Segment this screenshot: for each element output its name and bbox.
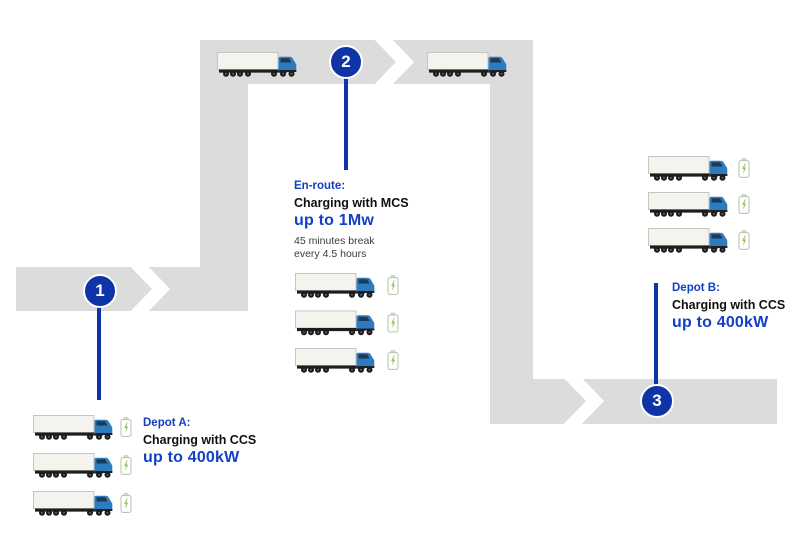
stage-name-label: Depot A:	[143, 417, 191, 429]
truck-icon	[33, 415, 113, 441]
stage-3-connector-line	[654, 283, 658, 387]
stage-1-connector-line	[97, 302, 101, 400]
route-arrow-chevron-icon	[128, 255, 171, 323]
battery-icon	[738, 230, 750, 250]
truck-icon	[648, 228, 728, 254]
stage-note-line: 45 minutes break	[294, 235, 375, 247]
stage-power-label: up to 400kW	[672, 314, 769, 331]
stage-break-note: 45 minutes break every 4.5 hours	[294, 235, 409, 261]
stage-power-label: up to 1Mw	[294, 212, 375, 229]
stage-note-line: every 4.5 hours	[294, 248, 367, 261]
stage-method-label: Charging with CCS	[143, 433, 257, 447]
battery-icon	[120, 493, 132, 513]
battery-icon	[387, 312, 399, 333]
stage-power-label: up to 400kW	[143, 449, 240, 466]
battery-icon	[738, 158, 750, 178]
route-road	[16, 40, 777, 424]
route-arrow-chevron-icon	[562, 367, 605, 435]
stage-2-connector-line	[344, 75, 348, 170]
battery-icon	[738, 194, 750, 214]
truck-icon	[295, 273, 375, 299]
stage-name-label: En-route:	[294, 180, 346, 192]
battery-icon	[120, 455, 132, 475]
depot-a-charging-fleet	[33, 415, 132, 517]
stage-3-marker: 3	[640, 384, 674, 418]
stage-method-label: Charging with CCS	[672, 298, 786, 312]
stage-method-label: Charging with MCS	[294, 196, 409, 210]
truck-icon	[295, 348, 375, 374]
enroute-charging-fleet	[295, 273, 399, 374]
stage-name-label: Depot B:	[672, 282, 720, 294]
route-arrow-chevron-icon	[372, 28, 415, 96]
depot-a-label-block: Depot A: Charging with CCS up to 400kW	[143, 417, 256, 467]
enroute-label-block: En-route: Charging with MCS up to 1Mw 45…	[294, 180, 409, 261]
truck-icon	[648, 192, 728, 218]
truck-icon	[648, 156, 728, 182]
truck-icon	[33, 491, 113, 517]
depot-b-label-block: Depot B: Charging with CCS up to 400kW	[672, 282, 785, 332]
battery-icon	[120, 417, 132, 437]
depot-b-charging-fleet	[648, 156, 750, 254]
battery-icon	[387, 350, 399, 370]
truck-icon	[295, 310, 375, 336]
truck-icon	[33, 453, 113, 479]
battery-icon	[387, 275, 399, 295]
stage-2-marker: 2	[329, 45, 363, 79]
stage-1-marker: 1	[83, 274, 117, 308]
